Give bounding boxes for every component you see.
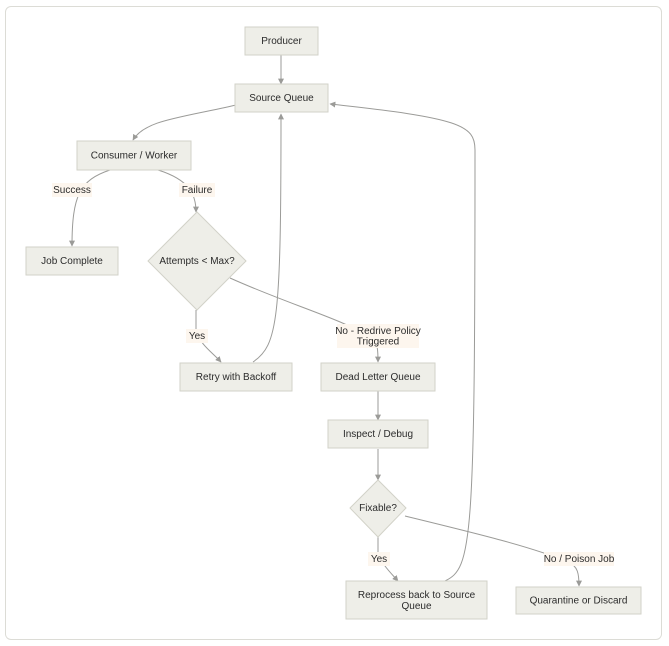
edge-fixable-to-quarantine [404, 515, 582, 587]
svg-text:Failure: Failure [182, 185, 213, 196]
svg-text:Reprocess back to Source: Reprocess back to Source [358, 590, 476, 601]
edge-label-yes-fix: Yes [368, 552, 390, 566]
node-attempts-decision: Attempts < Max? [147, 211, 247, 311]
node-reprocess: Reprocess back to Source Queue [345, 580, 488, 620]
edge-label-yes-retry: Yes [186, 329, 208, 343]
edge-label-no-poison: No / Poison Job [544, 552, 615, 566]
svg-text:Retry with Backoff: Retry with Backoff [196, 372, 277, 383]
node-inspect-debug: Inspect / Debug [327, 419, 429, 449]
svg-text:Success: Success [53, 185, 91, 196]
node-source-queue: Source Queue [234, 83, 329, 113]
edge-reprocess-to-source-queue [329, 101, 476, 582]
node-fixable-decision: Fixable? [349, 479, 407, 538]
diagram-frame [5, 6, 662, 640]
svg-text:Fixable?: Fixable? [359, 503, 397, 514]
edge-label-no-redrive: No - Redrive Policy Triggered [335, 324, 421, 348]
svg-text:Yes: Yes [371, 554, 387, 565]
edge-source-queue-to-consumer [132, 104, 237, 141]
node-producer: Producer [244, 26, 319, 56]
svg-text:Triggered: Triggered [357, 337, 399, 348]
edge-consumer-to-job-complete [69, 169, 111, 247]
svg-text:Consumer / Worker: Consumer / Worker [91, 151, 178, 162]
svg-text:No / Poison Job: No / Poison Job [544, 554, 615, 565]
svg-text:Dead Letter Queue: Dead Letter Queue [335, 372, 420, 383]
edge-label-success: Success [52, 183, 92, 197]
node-retry-backoff: Retry with Backoff [179, 362, 293, 392]
svg-text:Yes: Yes [189, 331, 205, 342]
svg-text:Source Queue: Source Queue [249, 93, 314, 104]
node-job-complete: Job Complete [25, 246, 119, 276]
svg-text:Queue: Queue [401, 601, 431, 612]
node-consumer-worker: Consumer / Worker [76, 140, 192, 171]
svg-text:Inspect / Debug: Inspect / Debug [343, 429, 413, 440]
svg-text:Quarantine or Discard: Quarantine or Discard [530, 596, 628, 607]
node-dead-letter-queue: Dead Letter Queue [320, 362, 436, 392]
svg-text:Job Complete: Job Complete [41, 256, 103, 267]
edge-label-failure: Failure [179, 183, 215, 197]
edge-attempts-to-dlq [229, 277, 381, 363]
svg-text:No - Redrive Policy: No - Redrive Policy [335, 326, 421, 337]
node-quarantine-discard: Quarantine or Discard [515, 586, 642, 615]
svg-text:Producer: Producer [261, 36, 302, 47]
edge-retry-to-source-queue [252, 113, 284, 363]
svg-text:Attempts < Max?: Attempts < Max? [159, 256, 235, 267]
